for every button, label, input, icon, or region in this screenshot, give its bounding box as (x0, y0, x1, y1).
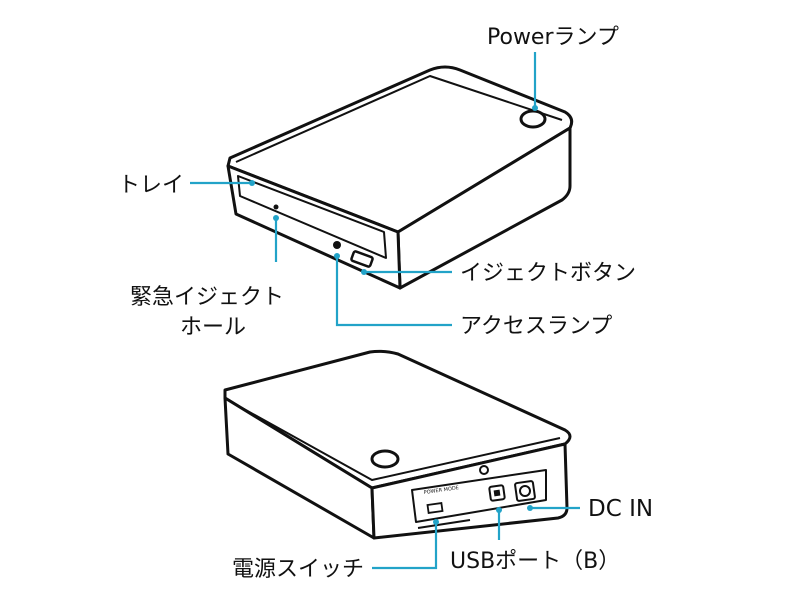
drive-rear-top-edge (234, 403, 561, 481)
switch-slot (417, 519, 471, 529)
label-emergency-eject-line1: 緊急イジェクト (130, 285, 284, 310)
leader-lines (190, 52, 580, 570)
drive-top-edge (235, 75, 563, 163)
power-switch-icon (426, 502, 444, 514)
eject-button-icon (350, 250, 374, 268)
power-lamp-icon (519, 109, 547, 129)
label-eject-button: イジェクトボタン (460, 261, 636, 286)
label-power-switch: 電源スイッチ (232, 557, 364, 582)
label-power-lamp: Powerランプ (487, 25, 619, 50)
drive-right-face (396, 126, 572, 290)
drive-front-view (226, 65, 574, 290)
leader-power-switch (372, 522, 438, 570)
label-usb-port: USBポート（B） (450, 549, 620, 574)
label-dc-in: DC IN (588, 496, 653, 522)
usb-b-port-inner (493, 489, 501, 497)
emergency-eject-hole-icon (273, 204, 279, 210)
connector-panel (411, 469, 547, 523)
rear-power-lamp-icon (370, 449, 400, 469)
drive-rear-view: POWER MODE (223, 349, 572, 540)
label-emergency-eject-line2: ホール (180, 315, 246, 340)
labels: Powerランプ トレイ 緊急イジェクト ホール イジェクトボタン アクセスラン… (118, 25, 653, 582)
label-access-lamp: アクセスランプ (460, 314, 612, 339)
tray-panel (237, 175, 387, 259)
access-lamp-icon (333, 241, 341, 249)
panel-marking: POWER MODE (423, 485, 459, 496)
label-tray: トレイ (118, 173, 184, 198)
dc-in-jack (519, 485, 531, 497)
leader-access-lamp (335, 256, 452, 327)
screw-icon (479, 465, 489, 475)
